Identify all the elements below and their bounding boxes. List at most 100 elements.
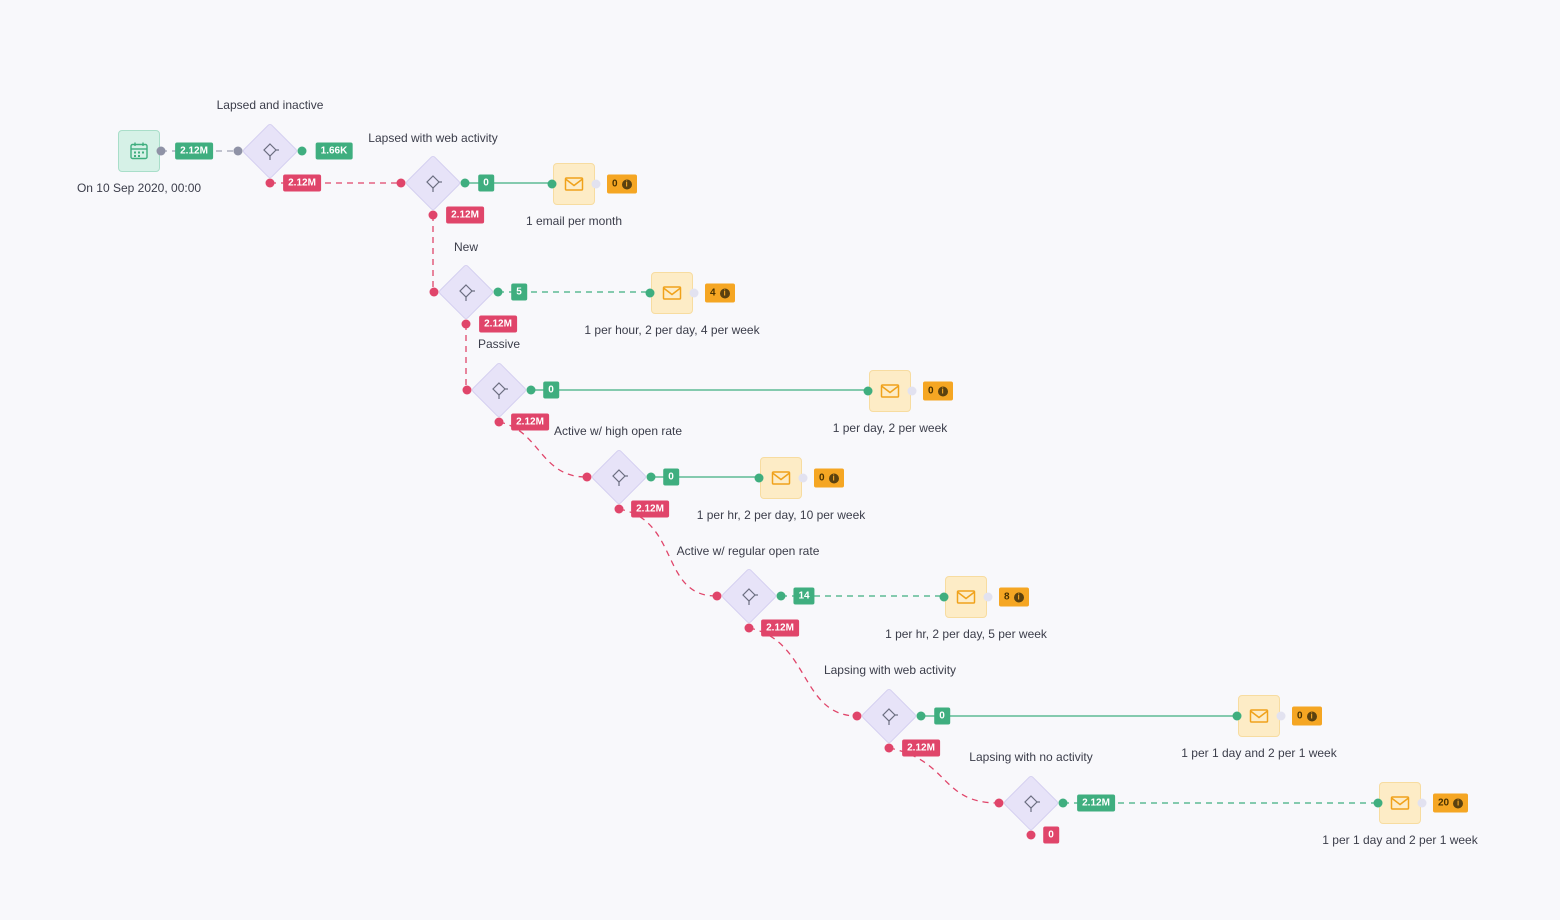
email-input-port[interactable] (754, 473, 764, 483)
split-no-port[interactable] (265, 178, 275, 188)
email-input-port[interactable] (1232, 711, 1242, 721)
split-node[interactable] (437, 263, 495, 321)
email-node[interactable] (1238, 695, 1280, 737)
email-output-port[interactable] (907, 386, 917, 396)
email-input-port[interactable] (1373, 798, 1383, 808)
email-output-port[interactable] (689, 288, 699, 298)
yes-count-badge[interactable]: 1.66K (315, 142, 353, 160)
split-icon (426, 175, 442, 192)
info-icon[interactable]: i (1013, 592, 1024, 602)
email-count: 4 (710, 287, 716, 299)
split-node[interactable] (404, 154, 462, 212)
split-node[interactable] (241, 122, 299, 180)
info-icon[interactable]: i (719, 288, 730, 298)
split-yes-port[interactable] (297, 146, 307, 156)
no-count-badge[interactable]: 2.12M (631, 500, 669, 518)
split-input-port[interactable] (582, 472, 592, 482)
email-node[interactable] (553, 163, 595, 205)
split-icon-wrap (739, 586, 759, 606)
email-caption: 1 per hour, 2 per day, 4 per week (584, 323, 760, 337)
split-node[interactable] (860, 687, 918, 745)
trigger-output-port[interactable] (156, 146, 166, 156)
split-input-port[interactable] (429, 287, 439, 297)
split-yes-port[interactable] (776, 591, 786, 601)
split-node[interactable] (720, 567, 778, 625)
split-node[interactable] (1002, 774, 1060, 832)
email-output-port[interactable] (983, 592, 993, 602)
info-icon[interactable]: i (621, 179, 632, 189)
email-node[interactable] (945, 576, 987, 618)
yes-count-badge[interactable]: 0 (478, 174, 494, 192)
no-count-badge[interactable]: 2.12M (761, 619, 799, 637)
split-input-port[interactable] (462, 385, 472, 395)
split-no-port[interactable] (884, 743, 894, 753)
yes-count-badge[interactable]: 0 (663, 468, 679, 486)
email-output-port[interactable] (591, 179, 601, 189)
split-icon (492, 382, 508, 399)
email-node[interactable] (651, 272, 693, 314)
no-count-badge[interactable]: 2.12M (283, 174, 321, 192)
split-no-port[interactable] (1026, 830, 1036, 840)
email-output-port[interactable] (1417, 798, 1427, 808)
split-yes-port[interactable] (916, 711, 926, 721)
no-count-badge[interactable]: 2.12M (511, 413, 549, 431)
split-title: Passive (477, 337, 521, 351)
split-no-port[interactable] (428, 210, 438, 220)
email-input-port[interactable] (547, 179, 557, 189)
info-icon[interactable]: i (1453, 798, 1464, 808)
email-count: 20 (1438, 797, 1450, 809)
split-yes-port[interactable] (646, 472, 656, 482)
split-title: Lapsing with no activity (969, 750, 1093, 764)
trigger-count-badge[interactable]: 2.12M (175, 142, 213, 160)
yes-count-badge[interactable]: 2.12M (1077, 794, 1115, 812)
no-count-badge[interactable]: 0 (1043, 826, 1059, 844)
split-yes-port[interactable] (1058, 798, 1068, 808)
split-node[interactable] (590, 448, 648, 506)
split-yes-port[interactable] (493, 287, 503, 297)
email-caption: 1 per hr, 2 per day, 10 per week (696, 508, 866, 522)
yes-count-badge[interactable]: 14 (793, 587, 815, 605)
yes-count-badge[interactable]: 0 (934, 707, 950, 725)
info-icon[interactable]: i (1306, 711, 1317, 721)
email-input-port[interactable] (863, 386, 873, 396)
split-no-port[interactable] (614, 504, 624, 514)
info-icon[interactable]: i (828, 473, 839, 483)
no-count-badge[interactable]: 2.12M (479, 315, 517, 333)
split-node[interactable] (470, 361, 528, 419)
email-node[interactable] (1379, 782, 1421, 824)
email-input-port[interactable] (939, 592, 949, 602)
trigger-label: On 10 Sep 2020, 00:00 (76, 181, 202, 195)
yes-count-badge[interactable]: 5 (511, 283, 527, 301)
email-output-port[interactable] (798, 473, 808, 483)
no-count-badge[interactable]: 2.12M (446, 206, 484, 224)
split-title: Lapsing with web activity (823, 663, 957, 677)
split-icon (882, 708, 898, 725)
split-no-port[interactable] (494, 417, 504, 427)
split-input-port[interactable] (396, 178, 406, 188)
email-node[interactable] (869, 370, 911, 412)
split-input-port[interactable] (233, 146, 243, 156)
yes-count-badge[interactable]: 0 (543, 381, 559, 399)
split-icon (459, 284, 475, 301)
split-input-port[interactable] (712, 591, 722, 601)
split-no-port[interactable] (744, 623, 754, 633)
split-input-port[interactable] (994, 798, 1004, 808)
split-input-port[interactable] (852, 711, 862, 721)
trigger-node[interactable] (118, 130, 160, 172)
email-input-port[interactable] (645, 288, 655, 298)
split-yes-port[interactable] (526, 385, 536, 395)
split-no-port[interactable] (461, 319, 471, 329)
info-icon[interactable]: i (937, 386, 948, 396)
no-count-badge[interactable]: 2.12M (902, 739, 940, 757)
email-output-port[interactable] (1276, 711, 1286, 721)
split-yes-port[interactable] (460, 178, 470, 188)
split-icon (742, 588, 758, 605)
email-node[interactable] (760, 457, 802, 499)
